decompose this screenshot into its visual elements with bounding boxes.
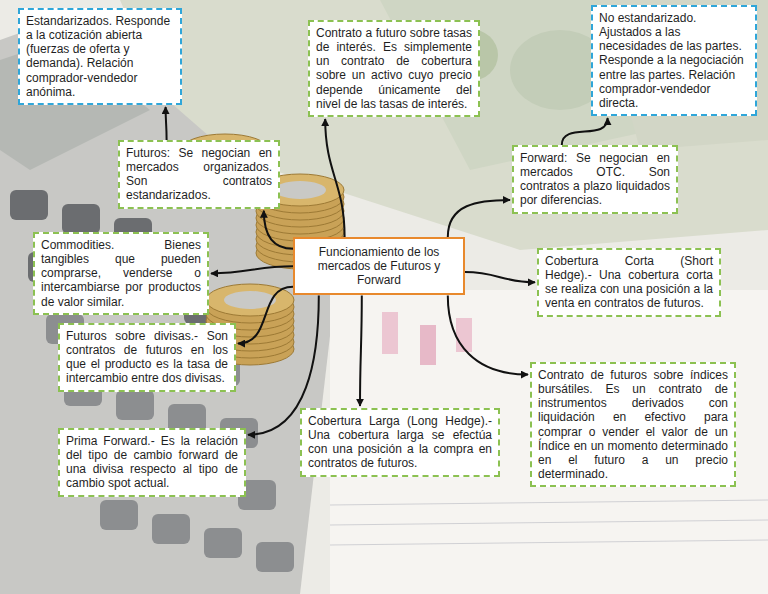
topic-box: Forward: Se negocian en mercados OTC. So… (512, 145, 678, 214)
calculator-key (204, 528, 242, 558)
connector (166, 107, 167, 140)
box-text: Contrato a futuro sobre tasas de interés… (316, 26, 472, 111)
topic-box: Futuros sobre divisas.- Son contratos de… (58, 323, 236, 392)
box-text: Cobertura Larga (Long Hedge).- Una cober… (308, 414, 492, 471)
box-text: Estandarizados. Responde a la cotización… (26, 14, 174, 99)
topic-box: Cobertura Corta (Short Hedge).- Una cobe… (537, 248, 721, 317)
connector (562, 118, 608, 145)
connector (465, 272, 535, 282)
topic-box: Cobertura Larga (Long Hedge).- Una cober… (300, 408, 500, 477)
connector (448, 295, 528, 374)
paper-line (330, 540, 768, 545)
connector (360, 295, 362, 406)
connector (264, 211, 293, 249)
box-text: Prima Forward.- Es la relación del tipo … (66, 434, 238, 491)
topic-box: Contrato a futuro sobre tasas de interés… (308, 20, 480, 117)
paper-line (330, 520, 768, 525)
connector (211, 266, 293, 273)
box-text: Funcionamiento de los mercados de Futuro… (303, 245, 455, 287)
box-text: Futuros sobre divisas.- Son contratos de… (66, 329, 228, 386)
topic-box: Futuros: Se negocian en mercados organiz… (118, 140, 280, 209)
chart-bar (456, 318, 472, 352)
calculator-key (116, 390, 154, 420)
box-text: Commodities. Bienes tangibles que pueden… (41, 238, 201, 309)
box-text: Contrato de futuros sobre índices bursát… (538, 368, 728, 481)
calculator-key (100, 500, 138, 530)
connector (238, 287, 293, 344)
calculator-key (62, 204, 100, 234)
calculator-key (152, 514, 190, 544)
box-text: Futuros: Se negocian en mercados organiz… (126, 146, 272, 203)
connector (325, 119, 344, 237)
topic-box: Contrato de futuros sobre índices bursát… (530, 362, 736, 487)
box-text: No estandarizado. Ajustados a las necesi… (599, 11, 749, 110)
detail-box: Estandarizados. Responde a la cotización… (18, 8, 182, 105)
calculator-keys (10, 190, 294, 572)
detail-box: No estandarizado. Ajustados a las necesi… (591, 5, 757, 116)
chart-bar (382, 312, 398, 354)
topic-box: Commodities. Bienes tangibles que pueden… (33, 232, 209, 315)
chart-bar (420, 325, 436, 365)
box-text: Forward: Se negocian en mercados OTC. So… (520, 151, 670, 208)
connector (448, 200, 510, 237)
coin-center (274, 181, 326, 199)
topic-box: Prima Forward.- Es la relación del tipo … (58, 428, 246, 497)
calculator-key (10, 190, 48, 220)
box-text: Cobertura Corta (Short Hedge).- Una cobe… (545, 254, 713, 311)
calculator-key (256, 542, 294, 572)
paper-line (330, 500, 768, 505)
central-topic: Funcionamiento de los mercados de Futuro… (293, 237, 465, 295)
